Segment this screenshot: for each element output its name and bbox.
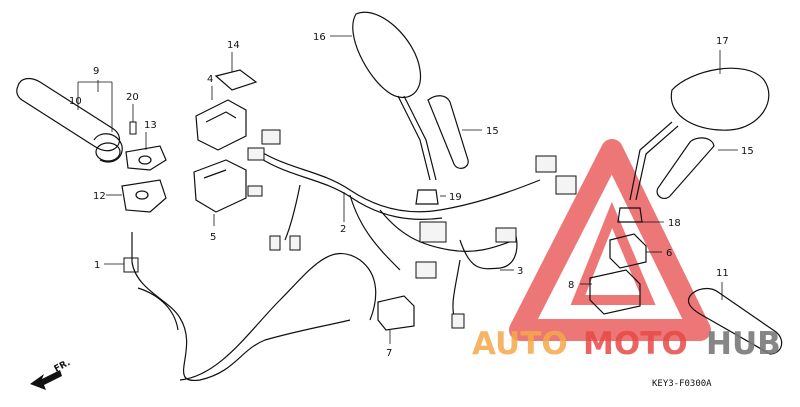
callout-12: 12 — [93, 191, 106, 202]
callout-13: 13 — [144, 120, 157, 131]
callout-14: 14 — [227, 40, 240, 51]
callout-16: 16 — [313, 32, 326, 43]
throttle-cable — [123, 232, 377, 382]
switch-7 — [377, 295, 415, 331]
mirror-right — [629, 67, 770, 201]
callout-8: 8 — [568, 280, 574, 291]
boot-15-left — [427, 95, 469, 169]
callout-11: 11 — [716, 268, 729, 279]
watermark-auto: AUTO — [472, 326, 568, 362]
callout-18: 18 — [668, 218, 681, 229]
callout-5: 5 — [210, 232, 216, 243]
front-label: FR. — [53, 358, 72, 375]
callout-10: 10 — [69, 96, 82, 107]
switch-5 — [193, 159, 247, 213]
leader-lines — [77, 35, 738, 344]
callout-19: 19 — [449, 192, 462, 203]
callout-2: 2 — [340, 224, 346, 235]
left-grip — [16, 77, 123, 163]
switch-6 — [609, 233, 647, 269]
callout-7: 7 — [386, 348, 392, 359]
watermark-text: AUTO MOTO HUB — [472, 326, 781, 362]
callout-3: 3 — [517, 266, 523, 277]
callout-15-left: 15 — [486, 126, 499, 137]
sub-harness-3 — [451, 227, 518, 329]
diagram-code: KEY3-F0300A — [652, 379, 712, 389]
callout-6: 6 — [666, 248, 672, 259]
boot-15-right — [656, 137, 715, 200]
front-direction-indicator: FR. — [30, 358, 72, 390]
mirror-left — [352, 11, 437, 181]
watermark-moto: MOTO — [583, 326, 688, 362]
callout-20: 20 — [126, 92, 139, 103]
screw-20 — [129, 104, 137, 135]
plate-14 — [214, 69, 258, 91]
callout-17: 17 — [716, 36, 729, 47]
wire-harness — [247, 129, 577, 279]
watermark-logo — [509, 139, 711, 341]
throttle-housing-13 — [125, 145, 167, 171]
switch-8 — [589, 269, 641, 315]
callout-15-right: 15 — [741, 146, 754, 157]
callout-1: 1 — [94, 260, 100, 271]
front-arrow-icon — [30, 370, 62, 390]
right-grip — [687, 287, 783, 355]
watermark-hub: HUB — [706, 326, 781, 362]
callout-9: 9 — [93, 66, 99, 77]
switch-4 — [195, 99, 247, 151]
nut-19 — [415, 189, 439, 205]
callout-labels: 9 10 20 13 12 1 14 4 5 16 2 19 15 17 15 … — [69, 32, 754, 359]
throttle-housing-12 — [121, 179, 167, 213]
callout-4: 4 — [207, 74, 213, 85]
